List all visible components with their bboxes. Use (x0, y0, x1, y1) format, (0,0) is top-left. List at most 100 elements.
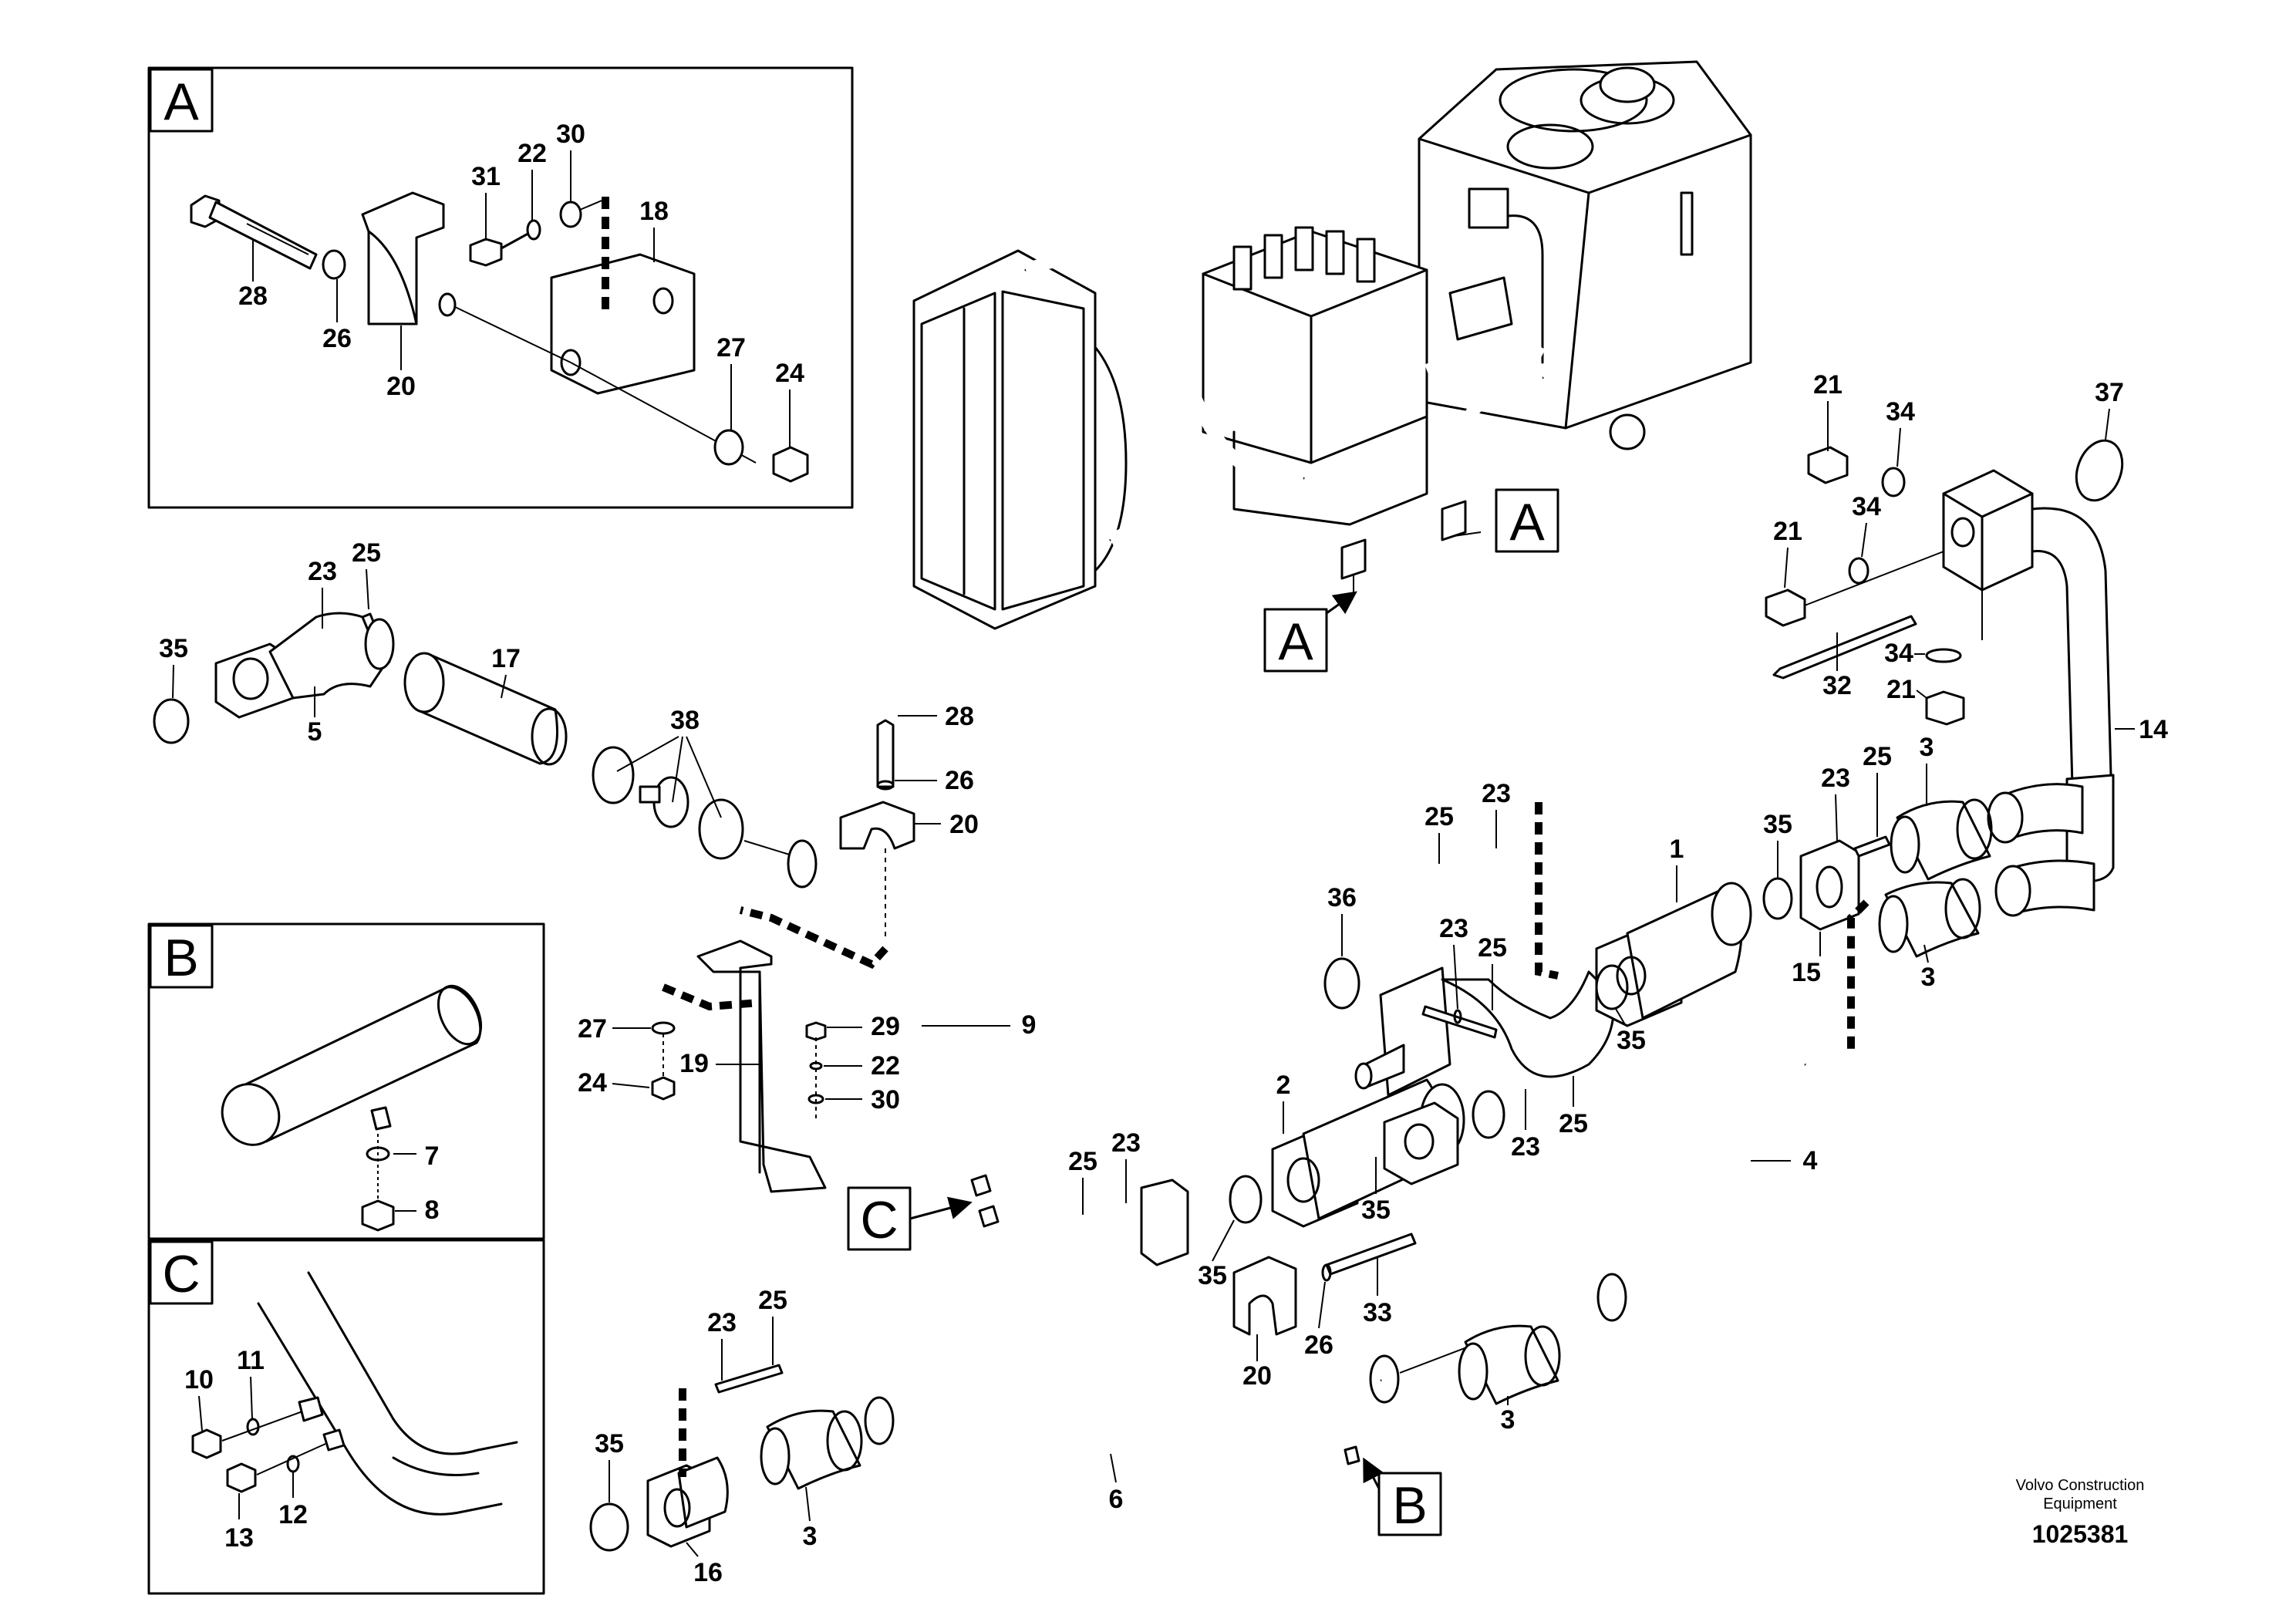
flange-16-icon (646, 1456, 729, 1548)
bolt-33-icon (1325, 1233, 1417, 1276)
washer-27-main-icon (651, 1021, 676, 1035)
label-35-d: 35 (1198, 1261, 1227, 1290)
washer-11-icon (246, 1418, 260, 1436)
flange-elbow-5-icon (214, 612, 395, 719)
o-ring-35-c4-icon (1762, 877, 1793, 920)
bracket-18-icon (550, 253, 696, 395)
label-31: 31 (471, 162, 501, 191)
nut-24-main-icon (651, 1076, 676, 1101)
label-36: 36 (1327, 883, 1357, 912)
label-37: 37 (2095, 378, 2124, 407)
label-23-d: 23 (1439, 914, 1468, 943)
label-25-a: 25 (352, 538, 381, 568)
bolt-25-g-icon (714, 1364, 784, 1394)
o-ring-35-c2-icon (1472, 1090, 1505, 1139)
callout-a-1: A (1495, 488, 1559, 553)
label-25-c: 25 (1424, 802, 1454, 831)
coupling-3-middle-icon (1878, 878, 1981, 958)
label-28: 28 (945, 702, 974, 731)
pipe-section-icon (221, 984, 483, 1146)
label-3-c: 3 (1501, 1405, 1515, 1435)
label-21-a: 21 (1813, 370, 1843, 400)
label-26-b: 26 (1304, 1330, 1333, 1360)
coupling-3-right-icon (1458, 1324, 1561, 1405)
label-10: 10 (184, 1365, 214, 1394)
label-20: 20 (386, 372, 416, 401)
label-1: 1 (1670, 835, 1684, 864)
o-ring-34-middle-icon (1848, 557, 1870, 585)
label-4: 4 (1803, 1146, 1818, 1175)
label-24: 24 (578, 1068, 607, 1098)
svg-text:A: A (1278, 612, 1313, 671)
label-23-e: 23 (1821, 764, 1850, 793)
label-24: 24 (775, 359, 804, 388)
label-11: 11 (237, 1346, 265, 1375)
svg-text:B: B (1392, 1476, 1427, 1535)
o-ring-37-icon (2075, 439, 2124, 502)
maker-name-line-2: Equipment (2043, 1496, 2117, 1512)
footer: Volvo Construction Equipment 1025381 (2016, 1477, 2145, 1548)
label-3-a: 3 (1920, 733, 1934, 762)
label-22: 22 (518, 139, 547, 168)
callout-c: C (847, 1186, 912, 1251)
label-6: 6 (1109, 1485, 1124, 1514)
pipe-6-icon (864, 1354, 1400, 1487)
label-25-g: 25 (758, 1286, 787, 1315)
label-29: 29 (871, 1012, 900, 1041)
washer-26-main-icon (876, 780, 895, 791)
bolt-25-d-icon (1853, 835, 1891, 858)
clamp-20-lower-icon (1232, 1256, 1297, 1336)
pipe-9-icon (787, 839, 1189, 1266)
washer-22-icon (526, 219, 541, 241)
label-23-f: 23 (1511, 1132, 1540, 1162)
nut-8-icon (361, 1199, 395, 1232)
label-35-a: 35 (159, 634, 188, 663)
washer-23-c-icon (1453, 1009, 1462, 1024)
plug-21-middle-icon (1765, 588, 1806, 627)
label-23-c: 23 (1482, 779, 1511, 808)
label-16: 16 (693, 1558, 723, 1587)
label-35-b: 35 (1617, 1026, 1646, 1055)
clamp-20-icon (361, 191, 457, 325)
flange-pipe-1-icon (1595, 882, 1752, 1027)
plug-21-upper-icon (1807, 446, 1849, 484)
washer-30-icon (559, 201, 582, 228)
label-25-d: 25 (1478, 933, 1507, 963)
label-38: 38 (670, 706, 700, 735)
o-ring-34-lower-icon (1925, 648, 1962, 663)
label-21-c: 21 (1886, 675, 1916, 704)
coupling-3-left-icon (760, 1409, 863, 1490)
hose-clamps-38-icon (592, 746, 744, 860)
manifold-elbow-icon (1354, 966, 1615, 1185)
plug-21-lower-icon (1925, 690, 1965, 726)
washer-27-icon (713, 429, 744, 466)
label-9: 9 (1022, 1010, 1037, 1040)
bracket-19-icon (696, 939, 827, 1193)
pipe-4-icon (1596, 1034, 1815, 1322)
nut-24-icon (772, 446, 809, 483)
label-26: 26 (945, 766, 974, 795)
label-19: 19 (679, 1049, 709, 1078)
label-23-b: 23 (1111, 1128, 1141, 1158)
label-28: 28 (238, 282, 268, 311)
label-2: 2 (1276, 1071, 1291, 1100)
label-25-f: 25 (1559, 1109, 1588, 1138)
label-3-b: 3 (1921, 963, 1936, 992)
bolt-32-icon (1772, 615, 1917, 679)
label-27: 27 (578, 1014, 607, 1044)
label-26: 26 (322, 324, 352, 353)
label-22: 22 (871, 1051, 900, 1081)
label-14: 14 (2139, 715, 2168, 744)
washer-30-main-icon (807, 1094, 824, 1104)
flange-15-icon (1799, 839, 1860, 931)
inset-c: C 10 11 13 12 (147, 1239, 545, 1595)
o-ring-35-lower-icon (589, 1502, 629, 1552)
label-3-d: 3 (803, 1522, 818, 1551)
o-ring-35-c3-icon (1595, 964, 1629, 1010)
label-13: 13 (224, 1523, 254, 1553)
inset-a-letter: A (164, 73, 199, 131)
label-33: 33 (1363, 1298, 1392, 1327)
o-ring-36-icon (1323, 957, 1360, 1010)
svg-text:A: A (1509, 493, 1545, 551)
clamp-20-upper-icon (839, 801, 915, 850)
